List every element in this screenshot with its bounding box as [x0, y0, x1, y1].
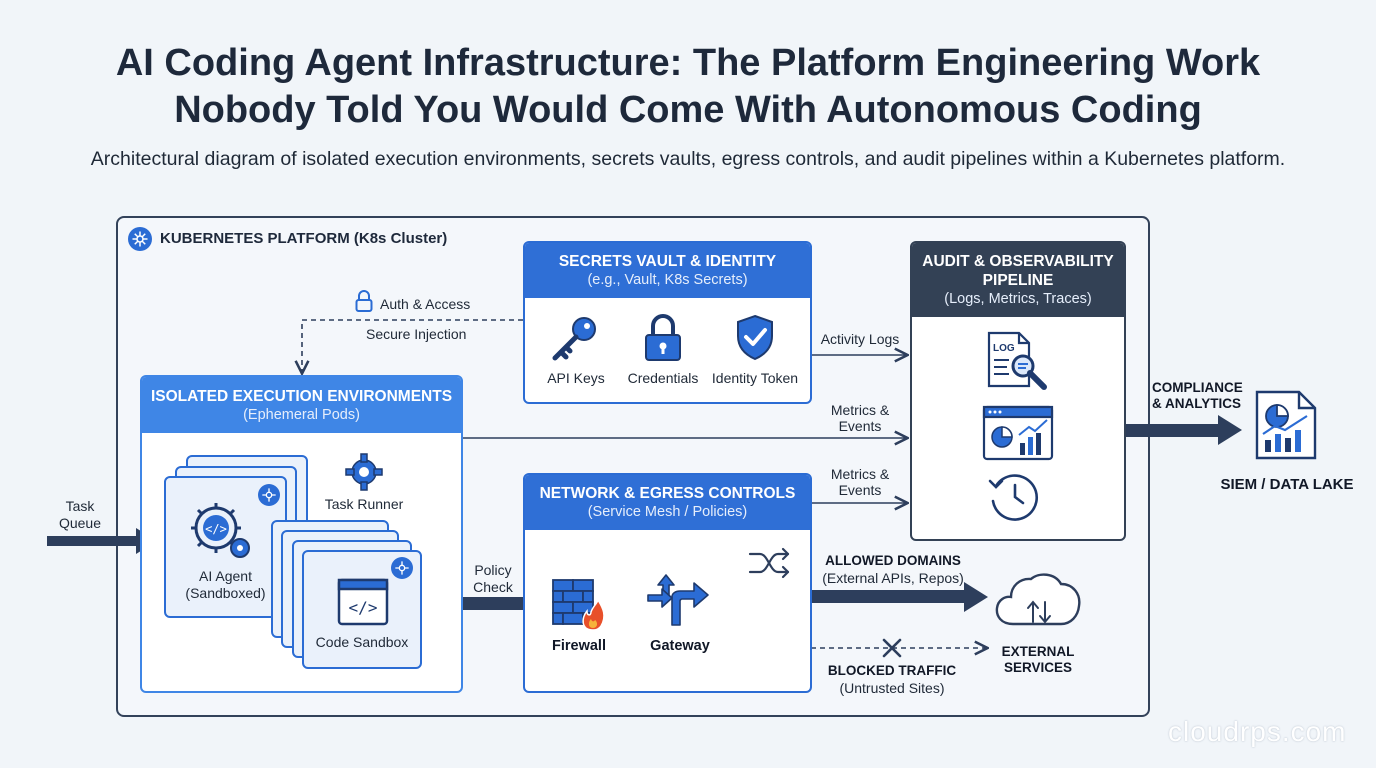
metrics-events-label-2: Metrics & Events [818, 466, 902, 498]
external-services-label: EXTERNAL SERVICES [990, 644, 1086, 676]
secrets-vault-card: SECRETS VAULT & IDENTITY (e.g., Vault, K… [523, 241, 812, 404]
sandbox-kubernetes-icon [391, 557, 413, 579]
task-queue-line-1: Task [65, 498, 95, 514]
isolated-environments-header: ISOLATED EXECUTION ENVIRONMENTS (Ephemer… [142, 377, 461, 433]
allowed-domains-subtitle: (External APIs, Repos) [822, 570, 964, 586]
task-queue-line-2: Queue [58, 515, 102, 531]
log-badge-text: LOG [993, 343, 1015, 354]
page-subtitle: Architectural diagram of isolated execut… [90, 148, 1286, 170]
credentials-label: Credentials [627, 370, 699, 386]
svg-text:</>: </> [349, 598, 378, 617]
compliance-line-1: COMPLIANCE [1152, 380, 1243, 395]
ai-agent-label: AI Agent (Sandboxed) [164, 568, 287, 602]
shield-check-icon [737, 314, 773, 361]
policy-check-label: Policy Check [466, 562, 520, 596]
title-line-2: Nobody Told You Would Come With Autonomo… [174, 89, 1202, 131]
title-line-1: AI Coding Agent Infrastructure: The Plat… [115, 42, 1261, 84]
page-title: AI Coding Agent Infrastructure: The Plat… [0, 40, 1376, 134]
metrics-1-line-2: Events [838, 418, 882, 434]
audit-title-line-1: AUDIT & OBSERVABILITY [922, 253, 1114, 270]
svg-text:</>: </> [205, 522, 227, 536]
cluster-label: KUBERNETES PLATFORM (K8s Cluster) [160, 230, 448, 247]
task-runner-label: Task Runner [324, 496, 404, 512]
secure-injection-label: Secure Injection [366, 326, 467, 342]
isolated-environments-subtitle: (Ephemeral Pods) [243, 407, 360, 423]
secrets-vault-title: SECRETS VAULT & IDENTITY [558, 253, 777, 270]
activity-logs-label: Activity Logs [820, 331, 900, 347]
task-queue-label: Task Queue [54, 498, 106, 532]
network-egress-header: NETWORK & EGRESS CONTROLS (Service Mesh … [525, 475, 810, 530]
dashboard-chart-icon [982, 405, 1054, 461]
key-icon [552, 317, 596, 361]
cloud-icon [995, 573, 1081, 626]
audit-pipeline-header: AUDIT & OBSERVABILITY PIPELINE (Logs, Me… [912, 243, 1124, 317]
auth-access-label: Auth & Access [380, 296, 471, 312]
shuffle-icon [748, 547, 790, 579]
secrets-vault-subtitle: (e.g., Vault, K8s Secrets) [587, 272, 748, 288]
code-window-icon: </> [337, 578, 389, 626]
metrics-events-label-1: Metrics & Events [818, 402, 902, 434]
ai-agent-subtitle: (Sandboxed) [185, 585, 266, 601]
code-sandbox-label: Code Sandbox [315, 634, 409, 650]
metrics-2-line-1: Metrics & [830, 466, 890, 482]
compliance-label: COMPLIANCE & ANALYTICS [1152, 380, 1248, 412]
watermark: cloudrps.com [1168, 716, 1347, 747]
ai-agent-title: AI Agent [199, 568, 252, 584]
metrics-1-line-1: Metrics & [830, 402, 890, 418]
agent-gears-icon: </> [191, 503, 250, 558]
credentials-lock-icon [645, 314, 681, 361]
network-egress-title: NETWORK & EGRESS CONTROLS [539, 485, 796, 502]
metrics-2-line-2: Events [838, 482, 882, 498]
external-line-2: SERVICES [1003, 660, 1073, 675]
blocked-traffic-subtitle: (Untrusted Sites) [839, 680, 945, 696]
network-egress-subtitle: (Service Mesh / Policies) [587, 504, 748, 520]
policy-check-line-1: Policy [474, 562, 512, 578]
audit-subtitle: (Logs, Metrics, Traces) [944, 291, 1092, 307]
blocked-traffic-title: BLOCKED TRAFFIC [827, 663, 957, 678]
firewall-icon [552, 579, 605, 631]
compliance-arrow [1126, 415, 1242, 445]
isolated-environments-title: ISOLATED EXECUTION ENVIRONMENTS [150, 388, 453, 405]
auth-connector [302, 319, 523, 372]
siem-label: SIEM / DATA LAKE [1220, 476, 1354, 493]
firewall-label: Firewall [552, 638, 606, 654]
lock-icon [355, 290, 373, 312]
api-keys-label: API Keys [547, 370, 605, 386]
task-runner-gear-icon [345, 453, 383, 491]
report-document-icon [1255, 390, 1317, 460]
audit-pipeline-card: AUDIT & OBSERVABILITY PIPELINE (Logs, Me… [910, 241, 1126, 541]
log-search-icon: LOG [987, 331, 1047, 390]
kubernetes-icon [128, 227, 152, 251]
external-line-1: EXTERNAL [1001, 644, 1075, 659]
gateway-routing-icon [647, 574, 709, 626]
identity-token-label: Identity Token [711, 370, 799, 386]
agent-kubernetes-icon [258, 484, 280, 506]
policy-check-line-2: Check [473, 579, 513, 595]
audit-title-line-2: PIPELINE [982, 272, 1054, 289]
history-clock-icon [988, 474, 1039, 521]
gateway-label: Gateway [650, 638, 710, 654]
allowed-domains-title: ALLOWED DOMAINS [825, 553, 961, 568]
compliance-line-2: & ANALYTICS [1152, 396, 1242, 411]
secrets-vault-header: SECRETS VAULT & IDENTITY (e.g., Vault, K… [525, 243, 810, 298]
